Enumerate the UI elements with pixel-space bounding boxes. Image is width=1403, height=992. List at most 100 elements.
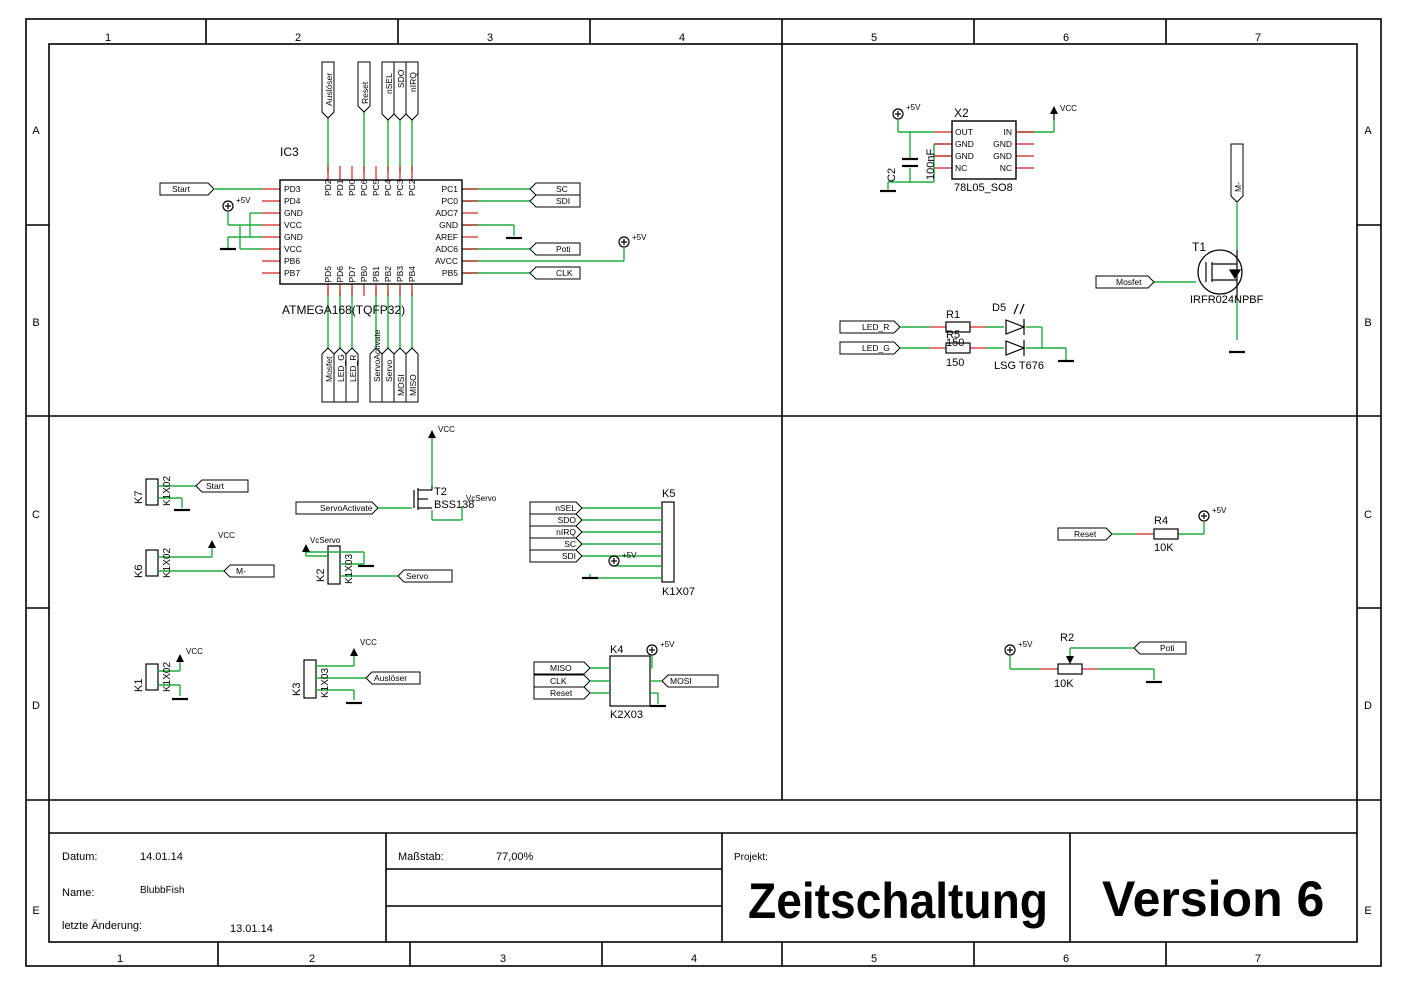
vcc-arrow-icon [176,654,184,662]
x2-name: X2 [954,106,969,120]
col-label-bottom: 6 [1063,953,1069,965]
svg-text:R4: R4 [1154,515,1168,527]
potentiometer-icon [1057,663,1083,675]
svg-text:Auslöser: Auslöser [374,673,407,683]
svg-text:VcServo: VcServo [466,494,497,503]
svg-text:ADC7: ADC7 [435,208,458,218]
ic3-value: ATMEGA168(TQFP32) [282,303,405,317]
row-label-left: A [32,125,40,137]
svg-text:LSG T676: LSG T676 [994,360,1044,372]
svg-text:K1X02: K1X02 [162,548,173,578]
svg-text:PD5: PD5 [323,266,333,283]
row-label-left: C [32,509,40,521]
supply-5v-text: +5V [632,233,647,242]
ic3-bottom-pin-names: PD5 PD6 PD7 PB0 PB1 PB2 PB3 PB4 [323,266,417,283]
col-label-bottom: 4 [691,953,697,965]
vcc-arrow-icon [1050,106,1058,120]
svg-text:+5V: +5V [1212,506,1227,515]
svg-text:GND: GND [955,151,974,161]
x2-body [951,120,1017,180]
datum-label: Datum: [62,851,97,863]
svg-text:Poti: Poti [556,244,571,254]
svg-text:nIRQ: nIRQ [556,527,576,537]
svg-text:SC: SC [556,184,568,194]
svg-text:K3: K3 [291,683,303,696]
net-label-text: Auslöser [324,73,334,106]
aenderung-label: letzte Änderung: [62,920,142,932]
svg-text:PB2: PB2 [383,266,393,282]
resistor-icon [1153,528,1179,540]
projekt-label: Projekt: [734,852,768,863]
c2-name: C2 [886,168,898,182]
row-label-right: B [1364,317,1371,329]
svg-text:K1X03: K1X03 [320,668,331,698]
name-value: BlubbFish [140,885,184,896]
diode-icon [1005,303,1026,356]
col-label-bottom: 5 [871,953,877,965]
svg-text:10K: 10K [1054,678,1074,690]
svg-text:K2: K2 [315,569,327,582]
connector-icon [661,501,675,583]
svg-text:VCC: VCC [360,638,377,647]
svg-text:K7: K7 [133,491,145,504]
svg-text:ADC6: ADC6 [435,244,458,254]
vcc-arrow-icon [428,430,436,438]
aenderung-value: 13.01.14 [230,923,273,935]
svg-text:AREF: AREF [435,232,458,242]
net-label-sc [529,182,581,196]
svg-text:IRFR024NPBF: IRFR024NPBF [1190,294,1264,306]
ic3-right-pin-names: PC1 PC0 ADC7 GND AREF ADC6 AVCC PB5 [435,184,458,278]
svg-text:MOSI: MOSI [396,374,406,396]
supply-5v-icon [892,108,904,120]
vcc-arrow-icon [302,544,310,552]
svg-text:PC5: PC5 [371,179,381,196]
net-label-text: nIRQ [408,72,418,92]
svg-text:PC6: PC6 [359,179,369,196]
svg-text:+5V: +5V [1018,640,1033,649]
title-block: Datum: 14.01.14 Name: BlubbFish letzte Ä… [62,851,1324,935]
projekt-value: Zeitschaltung [748,873,1048,929]
svg-text:LED_R: LED_R [348,355,358,382]
svg-text:PD7: PD7 [347,266,357,283]
svg-text:K1X02: K1X02 [162,662,173,692]
connector-icon [145,549,159,577]
vcc-arrow-icon [350,648,358,656]
svg-text:+5V: +5V [622,551,637,560]
svg-text:R1: R1 [946,309,960,321]
k4-connector: K4 K2X03 MISO CLK Reset MOSI +5V [533,640,719,721]
svg-text:PB3: PB3 [395,266,405,282]
svg-text:LED_G: LED_G [336,354,346,382]
svg-text:Poti: Poti [1160,643,1175,653]
col-label-top: 5 [871,32,877,44]
col-label-bottom: 2 [309,953,315,965]
supply-5v-icon [646,644,658,656]
connectors-left: Start K7 K1X02 VCC M- K6 K1X02 VCC K1 K1… [133,476,453,705]
svg-text:VCC: VCC [284,244,302,254]
net-label-m [1230,143,1244,203]
svg-text:PC4: PC4 [383,179,393,196]
row-label-left: E [32,905,39,917]
frame-column-labels: 1 2 3 4 5 6 7 1 2 3 4 5 6 7 [105,32,1261,965]
svg-text:Servo: Servo [406,571,428,581]
svg-text:MISO: MISO [408,374,418,396]
svg-text:IN: IN [1004,127,1013,137]
svg-text:VcServo: VcServo [310,536,341,545]
svg-text:GND: GND [993,151,1012,161]
net-label-start [159,182,215,196]
svg-text:K1X07: K1X07 [662,586,695,598]
svg-text:OUT: OUT [955,127,973,137]
name-label: Name: [62,887,94,899]
svg-text:PB5: PB5 [442,268,458,278]
supply-5v-icon [1198,510,1210,522]
version-text: Version 6 [1102,871,1324,927]
row-label-left: B [32,317,39,329]
svg-text:M-: M- [236,566,246,576]
net-label-sdi [529,194,581,208]
net-label-clk [529,266,581,280]
supply-5v-icon [222,200,630,248]
resistor-icon [945,321,971,333]
net-label-sdo [393,61,407,121]
svg-text:Reset: Reset [550,688,573,698]
svg-text:M-: M- [1233,182,1243,192]
row-label-right: E [1364,905,1371,917]
